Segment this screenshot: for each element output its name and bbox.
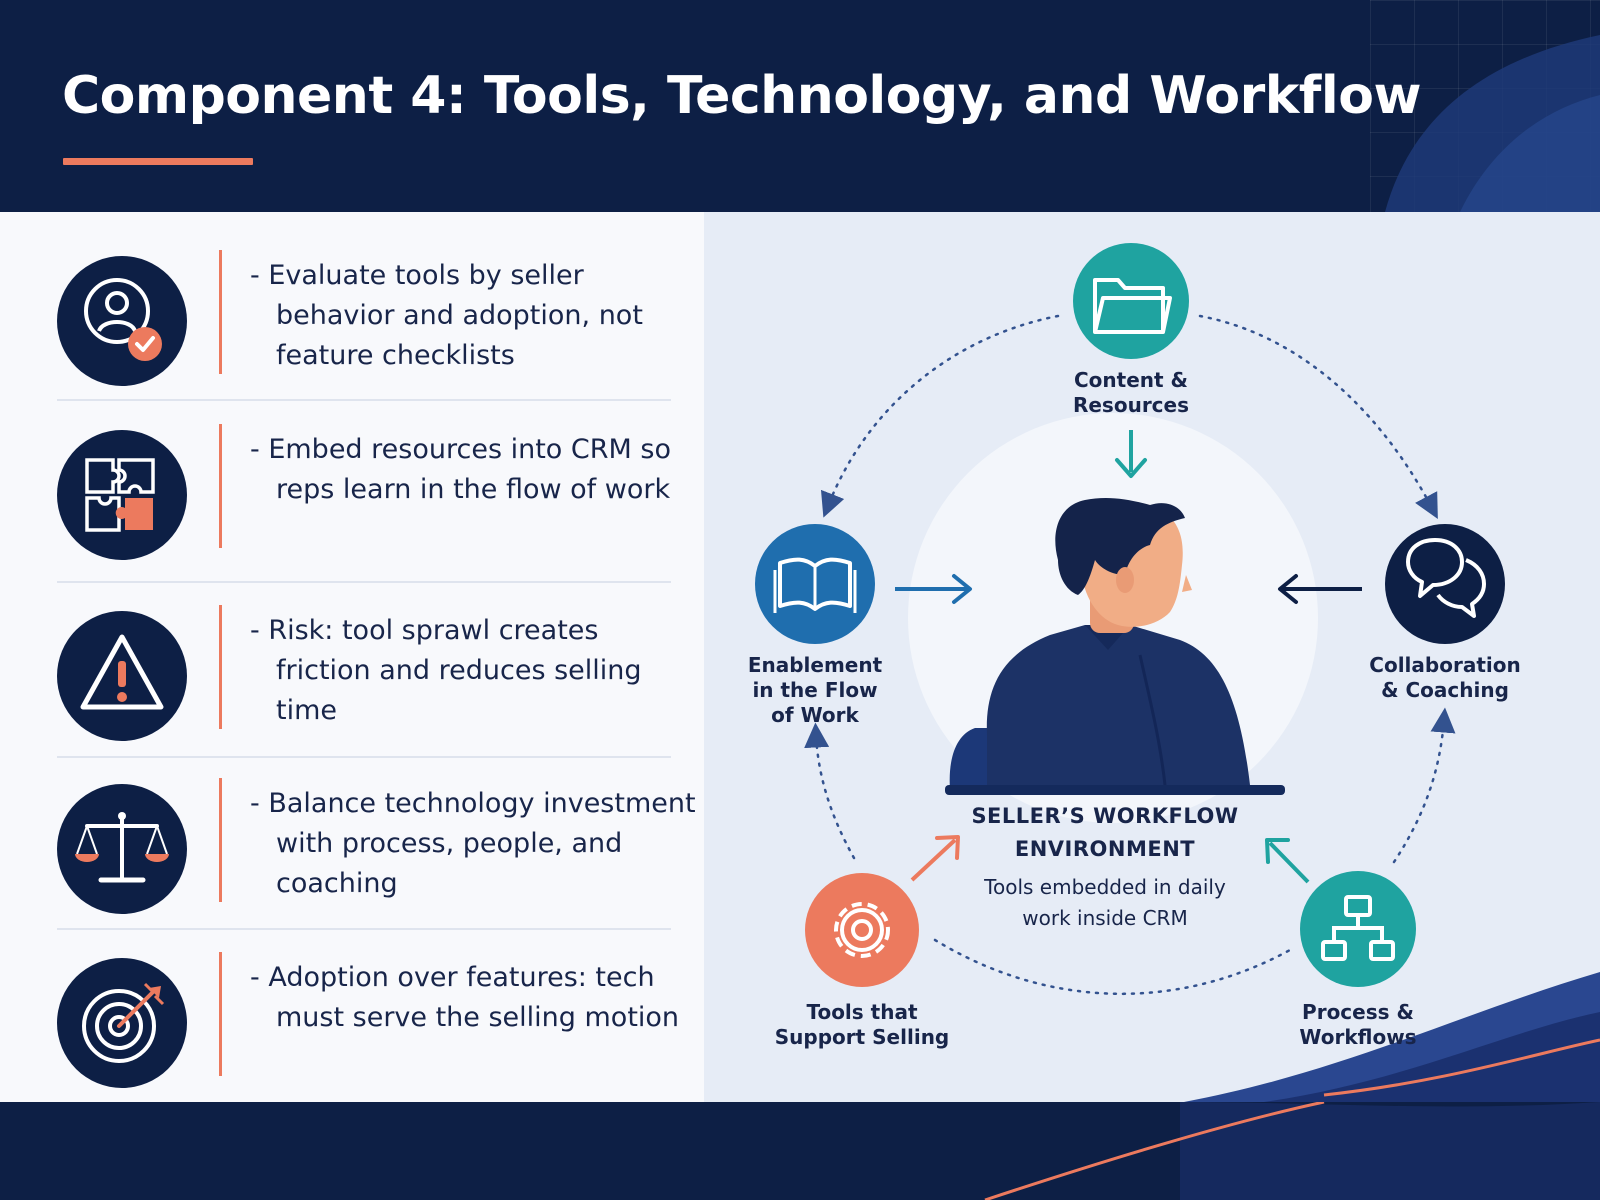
node-label-collaboration: Collaboration & Coaching [1369,653,1521,702]
arrow-enablement-right [895,574,972,604]
bullet-divider [57,928,671,930]
center-subtitle: Tools embedded in daily work inside CRM [984,875,1226,930]
bullet-text: - Evaluate tools by seller behavior and … [250,260,643,371]
connector-content-to-collaboration [1198,314,1438,520]
bullet-divider [57,581,671,583]
user-check-icon [57,256,187,386]
header: Component 4: Tools, Technology, and Work… [0,0,1600,212]
seller-figure [945,497,1285,795]
node-enablement [755,524,875,644]
folder-icon [1093,278,1172,334]
node-tools [805,873,919,987]
bullet-text: - Balance technology investment with pro… [250,788,696,899]
key-points-panel: - Evaluate tools by seller behavior and … [0,212,704,1102]
gear-icon [834,902,890,958]
arrow-tools-up-right [910,835,960,882]
node-content-resources [1073,243,1189,359]
bullet-row: - Adoption over features: tech must serv… [0,942,704,1116]
bullet-accent-bar [219,250,222,374]
arrow-content-down [1115,430,1147,478]
bullet-accent-bar [219,952,222,1076]
chat-bubbles-icon [1406,538,1486,618]
panel-wave-decoration [1184,972,1600,1102]
bullet-divider [57,756,671,758]
node-process [1300,871,1416,987]
center-title: SELLER’S WORKFLOW ENVIRONMENT [971,804,1239,861]
footer-band [0,1102,1600,1200]
open-book-icon [773,557,857,613]
bullet-accent-bar [219,605,222,729]
bullet-text: - Embed resources into CRM so reps learn… [250,434,671,505]
bullet-row: - Embed resources into CRM so reps learn… [0,414,704,588]
bullet-text: - Adoption over features: tech must serv… [250,962,680,1033]
node-collaboration [1385,524,1505,644]
page-title: Component 4: Tools, Technology, and Work… [62,66,1422,126]
balance-scale-icon [57,784,187,914]
title-underline [63,158,253,165]
target-icon [57,958,187,1088]
warning-icon [57,611,187,741]
puzzle-icon [57,430,187,560]
arrow-collaboration-left [1278,574,1362,604]
connector-tools-to-enablement [804,722,856,860]
header-wave-decoration [1385,35,1600,212]
connector-tools-to-process [933,938,1292,995]
bullet-row: - Risk: tool sprawl creates friction and… [0,595,704,769]
node-label-tools: Tools that Support Selling [774,1000,950,1049]
bullet-divider [57,399,671,401]
node-label-process: Process & Workflows [1299,1000,1417,1049]
node-label-content: Content & Resources [1072,368,1190,417]
node-label-enablement: Enablement in the Flow of Work [747,653,883,727]
bullet-accent-bar [219,778,222,902]
flowchart-icon [1321,895,1395,961]
bullet-row: - Balance technology investment with pro… [0,768,704,942]
arrow-process-up-left [1265,838,1310,884]
bullet-text: - Risk: tool sprawl creates friction and… [250,615,642,726]
bullet-row: - Evaluate tools by seller behavior and … [0,240,704,414]
connector-process-to-collaboration [1392,707,1456,864]
bullet-accent-bar [219,424,222,548]
footer-wave-decoration [984,1102,1600,1200]
